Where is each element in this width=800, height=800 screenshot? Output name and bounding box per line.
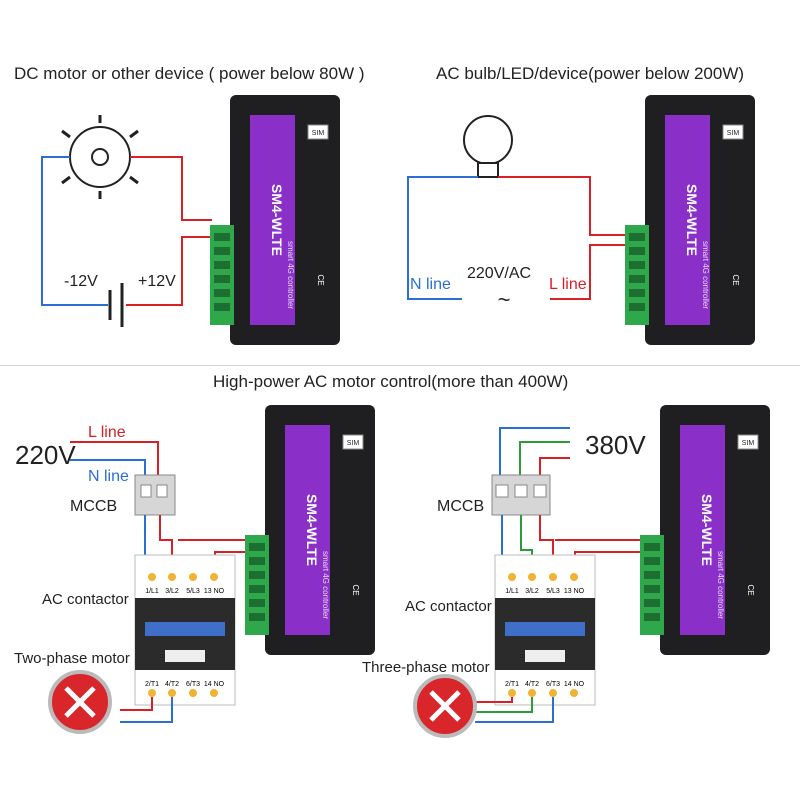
device-model: SM4-WLTE bbox=[269, 184, 285, 256]
three-phase-wiring-diagram: 1/L1 3/L2 5/L3 13 NO 2/T1 4/T2 6/T3 14 N… bbox=[413, 427, 662, 738]
ac-panel-title: AC bulb/LED/device(power below 200W) bbox=[436, 64, 745, 83]
device-subtitle: smart 4G controller bbox=[321, 551, 330, 619]
ac-wiring-diagram: ~ bbox=[407, 115, 625, 312]
left-l-line-label: L line bbox=[88, 424, 126, 441]
controller-device-top-right: SM4-WLTE smart 4G controller SIM CE bbox=[625, 95, 755, 345]
left-motor-label: Two-phase motor bbox=[14, 650, 130, 667]
svg-text:5/L3: 5/L3 bbox=[546, 588, 560, 595]
right-motor-label: Three-phase motor bbox=[362, 659, 490, 676]
device-model: SM4-WLTE bbox=[699, 494, 715, 566]
right-phase-wire-1 bbox=[499, 427, 570, 475]
dc-wiring-diagram bbox=[41, 115, 212, 327]
svg-text:13 NO: 13 NO bbox=[564, 588, 585, 595]
ac-n-line-label: N line bbox=[410, 276, 451, 293]
device-sim-label: SIM bbox=[742, 440, 755, 447]
two-phase-wiring-diagram: 1/L1 3/L2 5/L3 13 NO 2/T1 4/T2 6/T3 14 N… bbox=[48, 441, 265, 734]
device-sim-label: SIM bbox=[727, 130, 740, 137]
bulb-icon bbox=[463, 115, 513, 178]
right-voltage-label: 380V bbox=[585, 430, 646, 460]
svg-text:3/L2: 3/L2 bbox=[165, 588, 179, 595]
svg-text:3/L2: 3/L2 bbox=[525, 588, 539, 595]
controller-device-bottom-left: SM4-WLTE smart 4G controller SIM CE bbox=[245, 405, 375, 655]
right-mccb-label: MCCB bbox=[437, 498, 485, 515]
controller-device-bottom-right: SM4-WLTE smart 4G controller SIM CE bbox=[640, 405, 770, 655]
right-motor-wire-3 bbox=[475, 697, 554, 723]
left-neutral-input-wire bbox=[70, 459, 146, 475]
dc-negative-label: -12V bbox=[64, 273, 98, 290]
dc-positive-wire-a bbox=[130, 156, 212, 221]
left-motor-icon bbox=[48, 670, 112, 734]
left-contactor-label: AC contactor bbox=[42, 591, 129, 608]
svg-text:6/T3: 6/T3 bbox=[546, 681, 560, 688]
left-motor-wire-b bbox=[120, 697, 173, 723]
device-sim-label: SIM bbox=[312, 130, 325, 137]
device-model: SM4-WLTE bbox=[684, 184, 700, 256]
right-motor-icon bbox=[413, 674, 477, 738]
svg-text:5/L3: 5/L3 bbox=[186, 588, 200, 595]
right-contactor-label: AC contactor bbox=[405, 598, 492, 615]
svg-text:2/T1: 2/T1 bbox=[505, 681, 519, 688]
svg-text:4/T2: 4/T2 bbox=[525, 681, 539, 688]
ac-l-line-label: L line bbox=[549, 276, 587, 293]
left-n-line-label: N line bbox=[88, 468, 129, 485]
right-phase-wire-3 bbox=[539, 457, 570, 475]
ac-neutral-wire bbox=[407, 176, 478, 300]
device-ce-label: CE bbox=[316, 274, 325, 285]
left-ac-contactor: 1/L1 3/L2 5/L3 13 NO 2/T1 4/T2 6/T3 14 N… bbox=[134, 554, 236, 706]
ac-wave-icon: ~ bbox=[498, 287, 511, 312]
device-subtitle: smart 4G controller bbox=[716, 551, 725, 619]
svg-text:14 NO: 14 NO bbox=[564, 681, 585, 688]
svg-text:13 NO: 13 NO bbox=[204, 588, 225, 595]
svg-text:1/L1: 1/L1 bbox=[145, 588, 159, 595]
dc-panel-title: DC motor or other device ( power below 8… bbox=[14, 64, 365, 83]
battery-icon bbox=[108, 283, 124, 327]
dc-motor-icon bbox=[61, 115, 139, 199]
ac-supply-label: 220V/AC bbox=[467, 265, 532, 282]
dc-positive-label: +12V bbox=[138, 273, 176, 290]
high-power-title: High-power AC motor control(more than 40… bbox=[213, 372, 569, 391]
left-mccb-label: MCCB bbox=[70, 498, 118, 515]
svg-text:1/L1: 1/L1 bbox=[505, 588, 519, 595]
left-live-input-wire bbox=[70, 441, 159, 475]
left-motor-wire-a bbox=[120, 697, 153, 711]
dc-negative-wire bbox=[41, 156, 108, 306]
device-ce-label: CE bbox=[731, 274, 740, 285]
panel-divider bbox=[0, 365, 800, 366]
dc-positive-wire-b bbox=[126, 236, 212, 306]
svg-text:14 NO: 14 NO bbox=[204, 681, 225, 688]
device-ce-label: CE bbox=[351, 584, 360, 595]
device-subtitle: smart 4G controller bbox=[701, 241, 710, 309]
device-sim-label: SIM bbox=[347, 440, 360, 447]
controller-device-top-left: SM4-WLTE smart 4G controller SIM CE bbox=[210, 95, 340, 345]
right-motor-wire-2 bbox=[475, 697, 533, 713]
right-phase-wire-2 bbox=[519, 441, 570, 475]
ac-live-wire-b bbox=[550, 244, 625, 300]
device-subtitle: smart 4G controller bbox=[286, 241, 295, 309]
svg-text:4/T2: 4/T2 bbox=[165, 681, 179, 688]
device-model: SM4-WLTE bbox=[304, 494, 320, 566]
svg-text:2/T1: 2/T1 bbox=[145, 681, 159, 688]
right-motor-wire-1 bbox=[475, 697, 513, 703]
svg-text:6/T3: 6/T3 bbox=[186, 681, 200, 688]
ac-live-wire-a bbox=[498, 176, 625, 236]
device-ce-label: CE bbox=[746, 584, 755, 595]
left-voltage-label: 220V bbox=[15, 440, 76, 470]
right-ac-contactor: 1/L1 3/L2 5/L3 13 NO 2/T1 4/T2 6/T3 14 N… bbox=[494, 554, 596, 706]
